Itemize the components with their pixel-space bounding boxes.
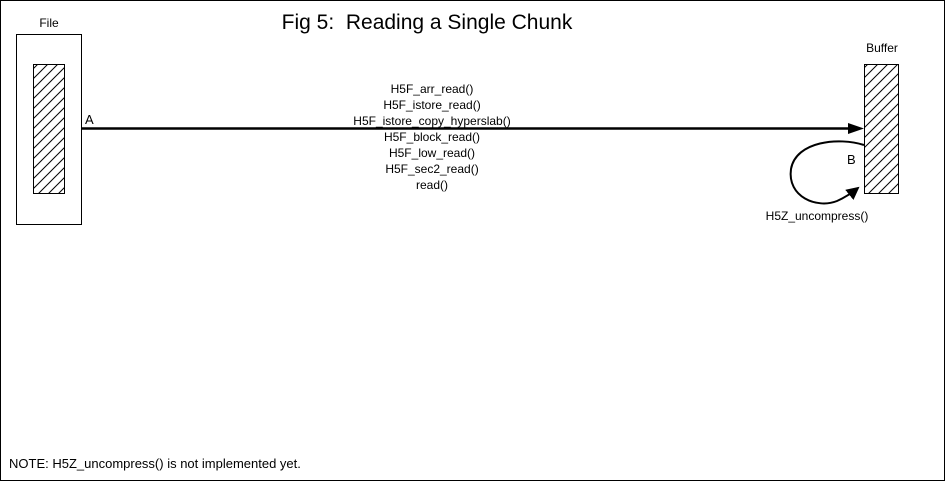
file-box: [16, 34, 82, 225]
function-call: H5F_istore_read(): [383, 98, 481, 112]
arrow-b-function-label: H5Z_uncompress(): [765, 209, 869, 223]
arrow-b-label: B: [847, 152, 856, 167]
arrow-b-loop: [789, 140, 865, 205]
file-chunk-hatched-rect: [33, 64, 65, 194]
arrow-a-head: [848, 123, 864, 134]
function-call: H5F_low_read(): [388, 146, 476, 160]
function-call: read(): [415, 178, 448, 192]
file-label: File: [39, 16, 59, 30]
footnote: NOTE: H5Z_uncompress() is not implemente…: [9, 456, 301, 471]
arrow-a-function-list: H5F_arr_read() H5F_istore_read() H5F_ist…: [353, 81, 510, 193]
figure-title: Fig 5: Reading a Single Chunk: [281, 11, 573, 34]
arrow-a-label: A: [85, 112, 94, 127]
buffer-label: Buffer: [866, 41, 898, 55]
function-call: H5F_block_read(): [383, 130, 481, 144]
function-call: H5F_arr_read(): [390, 82, 474, 96]
function-call: H5F_istore_copy_hyperslab(): [353, 114, 511, 128]
function-call: H5F_sec2_read(): [385, 162, 479, 176]
buffer-hatched-rect: [864, 64, 899, 194]
